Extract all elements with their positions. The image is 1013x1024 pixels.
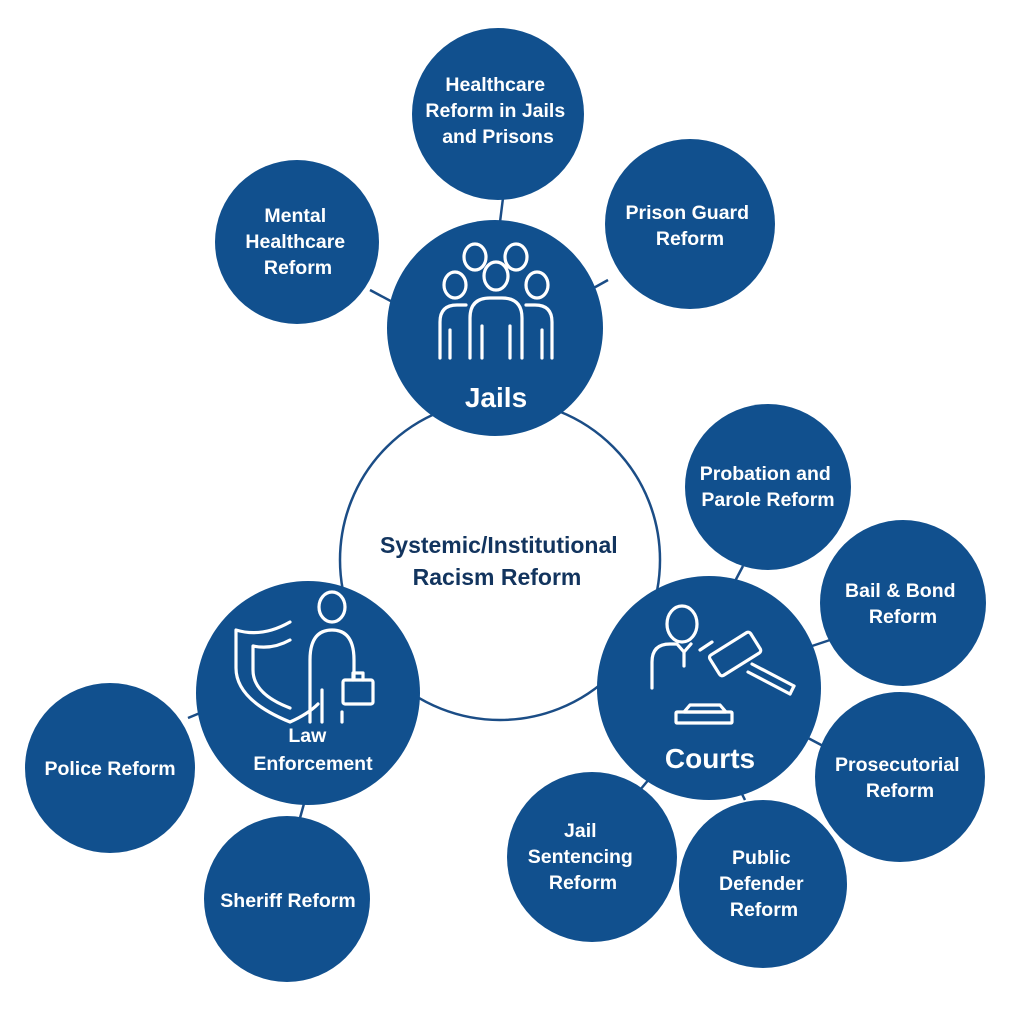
courts-hub-label: Courts xyxy=(665,743,755,774)
healthcare-jails-line-1: Healthcare xyxy=(445,74,545,96)
public-defender-label: Public Defender Reform xyxy=(719,847,809,921)
prison-guard-node: Prison Guard Reform xyxy=(605,139,775,309)
judge-gavel-icon xyxy=(650,604,796,725)
police-line-1: Police Reform xyxy=(44,758,175,780)
healthcare-jails-prisons-node: Healthcare Reform in Jails and Prisons xyxy=(412,28,584,200)
mental-healthcare-line-2: Healthcare xyxy=(245,231,345,253)
healthcare-jails-prisons-circle xyxy=(412,28,584,200)
jails-hub-label: Jails xyxy=(465,382,527,413)
bail-bond-label: Bail & Bond Reform xyxy=(845,580,961,628)
healthcare-jails-line-2: Reform in Jails xyxy=(425,100,565,122)
jail-sentencing-node: Jail Sentencing Reform xyxy=(507,772,677,942)
courts-group: Probation and Parole Reform Bail & Bond … xyxy=(507,404,986,968)
police-label: Police Reform xyxy=(44,758,175,780)
sheriff-node: Sheriff Reform xyxy=(204,816,370,982)
prosecutorial-label: Prosecutorial Reform xyxy=(835,754,965,802)
probation-line-1: Probation and xyxy=(700,463,831,485)
public-defender-circle xyxy=(679,800,847,968)
public-defender-line-2: Defender xyxy=(719,873,804,895)
healthcare-jails-line-3: and Prisons xyxy=(442,126,554,148)
connector-healthcare-jails xyxy=(498,197,505,223)
probation-parole-label: Probation and Parole Reform xyxy=(700,463,837,511)
bail-bond-line-2: Reform xyxy=(869,606,937,628)
prison-guard-label: Prison Guard Reform xyxy=(626,202,755,250)
public-defender-line-1: Public xyxy=(732,847,791,869)
mental-healthcare-node: Mental Healthcare Reform xyxy=(215,160,379,324)
bail-bond-circle xyxy=(820,520,986,686)
police-node: Police Reform xyxy=(25,683,195,853)
bail-bond-node: Bail & Bond Reform xyxy=(820,520,986,686)
prosecutorial-line-1: Prosecutorial xyxy=(835,754,960,776)
police-shield-icon xyxy=(234,590,375,724)
jail-sentencing-circle xyxy=(507,772,677,942)
law-enforcement-line-1: Law xyxy=(288,725,327,747)
sheriff-line-1: Sheriff Reform xyxy=(220,890,355,912)
jails-group: Mental Healthcare Reform Healthcare Refo… xyxy=(215,28,775,436)
mental-healthcare-line-3: Reform xyxy=(264,257,332,279)
police-circle xyxy=(25,683,195,853)
jails-hub: Jails xyxy=(387,220,603,436)
law-enforcement-group: Police Reform Sheriff Reform Law xyxy=(25,581,420,982)
prison-guard-line-1: Prison Guard xyxy=(626,202,750,224)
law-enforcement-hub: Law Enforcement xyxy=(196,581,420,805)
prosecutorial-circle xyxy=(815,692,985,862)
mental-healthcare-label: Mental Healthcare Reform xyxy=(245,205,350,279)
law-enforcement-line-2: Enforcement xyxy=(253,753,373,775)
mental-healthcare-circle xyxy=(215,160,379,324)
connector-bail-bond xyxy=(811,638,831,648)
courts-hub-circle xyxy=(597,576,821,800)
law-enforcement-hub-circle xyxy=(196,581,420,805)
jail-sentencing-label: Jail Sentencing Reform xyxy=(528,820,639,894)
law-enforcement-label: Law Enforcement xyxy=(253,725,373,775)
people-group-icon xyxy=(438,242,554,360)
jail-sentencing-line-1: Jail xyxy=(564,820,597,842)
center-title-line-1: Systemic/Institutional xyxy=(380,532,618,558)
courts-label-line-1: Courts xyxy=(665,743,755,774)
sheriff-circle xyxy=(204,816,370,982)
center-title: Systemic/Institutional Racism Reform xyxy=(380,532,624,590)
center-title-line-2: Racism Reform xyxy=(413,564,582,590)
healthcare-jails-prisons-label: Healthcare Reform in Jails and Prisons xyxy=(425,74,570,148)
prison-guard-line-2: Reform xyxy=(656,228,724,250)
prosecutorial-line-2: Reform xyxy=(866,780,934,802)
mental-healthcare-line-1: Mental xyxy=(264,205,326,227)
prosecutorial-node: Prosecutorial Reform xyxy=(815,692,985,862)
probation-parole-circle xyxy=(685,404,851,570)
courts-hub: Courts xyxy=(597,576,821,800)
jail-sentencing-line-3: Reform xyxy=(549,872,617,894)
probation-parole-node: Probation and Parole Reform xyxy=(685,404,851,570)
jails-hub-circle xyxy=(387,220,603,436)
sheriff-label: Sheriff Reform xyxy=(220,890,355,912)
public-defender-node: Public Defender Reform xyxy=(679,800,847,968)
jail-sentencing-line-2: Sentencing xyxy=(528,846,633,868)
public-defender-line-3: Reform xyxy=(730,899,798,921)
probation-line-2: Parole Reform xyxy=(701,489,834,511)
prison-guard-circle xyxy=(605,139,775,309)
bail-bond-line-1: Bail & Bond xyxy=(845,580,956,602)
jails-label-line-1: Jails xyxy=(465,382,527,413)
